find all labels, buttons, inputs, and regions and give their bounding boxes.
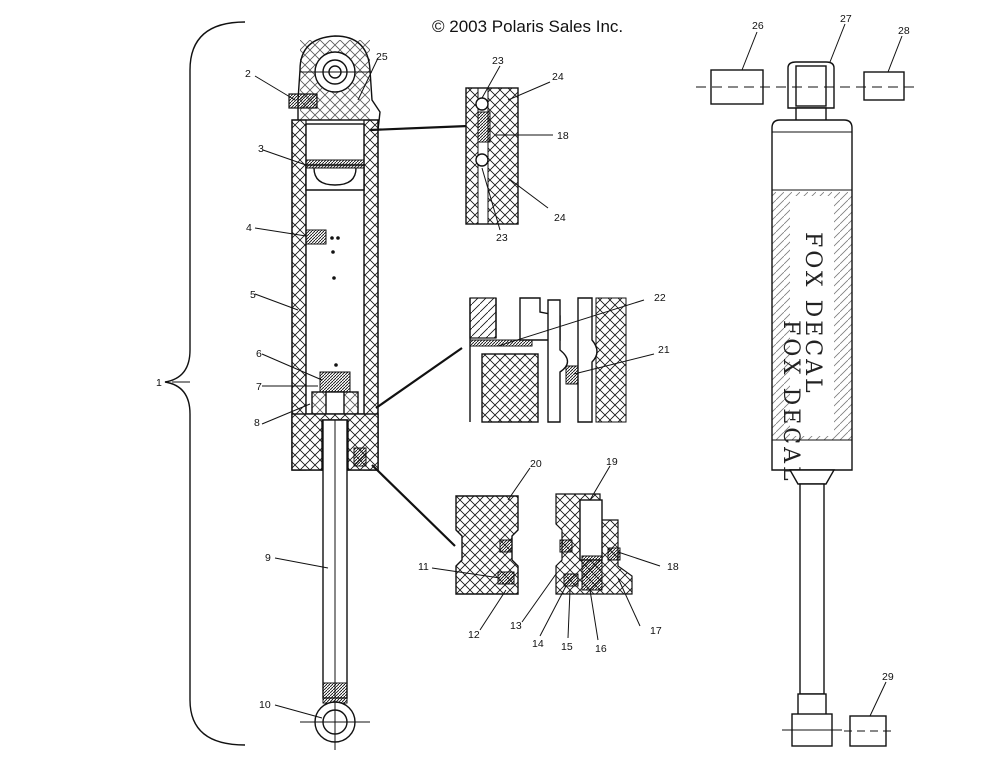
callout-24-lower: 24 (554, 212, 566, 224)
shock-cutaway (288, 35, 381, 750)
leader-lines (172, 23, 903, 719)
callout-7: 7 (256, 381, 262, 393)
decal-label-1: FOX DECAL (800, 232, 825, 396)
callout-4: 4 (246, 222, 252, 234)
callout-11: 11 (418, 561, 429, 573)
detail-seal-top (465, 87, 519, 225)
callout-28: 28 (898, 25, 910, 37)
callout-26: 26 (752, 20, 764, 32)
copyright-text: © 2003 Polaris Sales Inc. (432, 17, 623, 36)
callout-14: 14 (532, 638, 544, 650)
callout-6: 6 (256, 348, 262, 360)
callout-17: 17 (650, 625, 662, 637)
detail-piston (469, 297, 627, 423)
callout-23-lower: 23 (496, 232, 508, 244)
bushing-29 (849, 715, 887, 747)
callout-27: 27 (840, 13, 852, 25)
callout-3: 3 (258, 143, 264, 155)
callout-18-upper: 18 (557, 130, 569, 142)
callout-29: 29 (882, 671, 894, 683)
callout-25: 25 (376, 51, 388, 63)
callout-1: 1 (156, 377, 162, 389)
shock-exterior: FOX DECAL FOX DECAL (696, 61, 914, 747)
assembly-brace (164, 21, 246, 746)
detail-link-bot (371, 464, 456, 547)
detail-link-top (369, 124, 469, 132)
detail-seal-head-left (455, 495, 519, 595)
callout-13: 13 (510, 620, 522, 632)
callout-8: 8 (254, 417, 260, 429)
callout-10: 10 (259, 699, 271, 711)
detail-seal-head-right (555, 493, 633, 595)
callout-16: 16 (595, 643, 607, 655)
callout-22: 22 (654, 292, 666, 304)
callout-18-lower: 18 (667, 561, 679, 573)
callout-24-upper: 24 (552, 71, 564, 83)
bushing-28 (863, 71, 905, 101)
callout-15: 15 (561, 641, 573, 653)
decal-label-2: FOX DECAL (778, 320, 803, 484)
callout-19: 19 (606, 456, 618, 468)
callout-9: 9 (265, 552, 271, 564)
callout-21: 21 (658, 344, 670, 356)
callout-12: 12 (468, 629, 480, 641)
callout-20: 20 (530, 458, 542, 470)
detail-link-mid (375, 347, 463, 409)
callout-5: 5 (250, 289, 256, 301)
callout-labels: 1 2 3 4 5 6 7 8 9 10 11 12 13 14 15 16 1… (156, 13, 910, 711)
callout-2: 2 (245, 68, 251, 80)
callout-23-upper: 23 (492, 55, 504, 67)
